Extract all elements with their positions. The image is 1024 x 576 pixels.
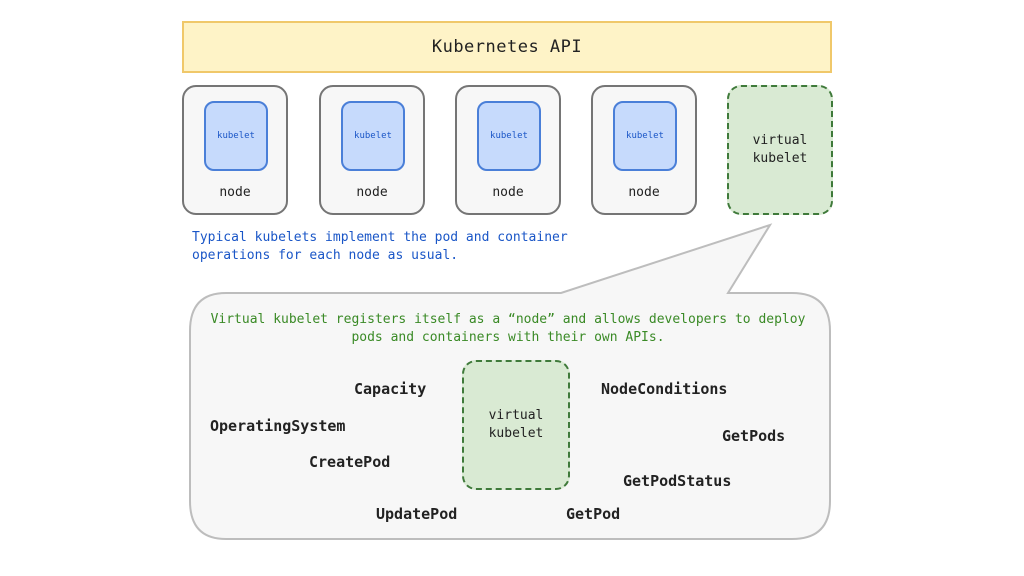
node-label: node xyxy=(219,185,251,200)
virtual-kubelet-center-label: virtual kubelet xyxy=(488,408,544,441)
kubelet-label: kubelet xyxy=(626,131,664,141)
op-get-pods: GetPods xyxy=(722,427,786,445)
kubelet-box: kubelet xyxy=(204,101,268,171)
kubelet-label: kubelet xyxy=(354,131,392,141)
node-box: kubelet node xyxy=(591,85,697,215)
kubelet-label: kubelet xyxy=(490,131,528,141)
kubernetes-api-bar: Kubernetes API xyxy=(182,21,832,73)
virtual-kubelet-label: virtual kubelet xyxy=(752,133,808,166)
node-label: node xyxy=(356,185,388,200)
callout-description: Virtual kubelet registers itself as a “n… xyxy=(210,312,806,345)
op-get-pod-status: GetPodStatus xyxy=(623,472,732,490)
op-capacity: Capacity xyxy=(354,380,427,398)
op-operating-system: OperatingSystem xyxy=(210,417,346,435)
node-box: kubelet node xyxy=(319,85,425,215)
node-box: kubelet node xyxy=(182,85,288,215)
kubernetes-api-label: Kubernetes API xyxy=(431,37,583,57)
virtual-kubelet-center: virtual kubelet xyxy=(462,360,570,490)
op-update-pod: UpdatePod xyxy=(376,505,458,523)
kubelet-box: kubelet xyxy=(341,101,405,171)
kubelet-box: kubelet xyxy=(613,101,677,171)
kubelet-label: kubelet xyxy=(217,131,255,141)
op-get-pod: GetPod xyxy=(566,505,621,523)
op-node-conditions: NodeConditions xyxy=(601,380,728,398)
node-box: kubelet node xyxy=(455,85,561,215)
typical-kubelets-note: Typical kubelets implement the pod and c… xyxy=(192,230,568,263)
node-label: node xyxy=(628,185,660,200)
virtual-kubelet-node: virtual kubelet xyxy=(727,85,833,215)
kubelet-box: kubelet xyxy=(477,101,541,171)
node-label: node xyxy=(492,185,524,200)
op-create-pod: CreatePod xyxy=(309,453,391,471)
